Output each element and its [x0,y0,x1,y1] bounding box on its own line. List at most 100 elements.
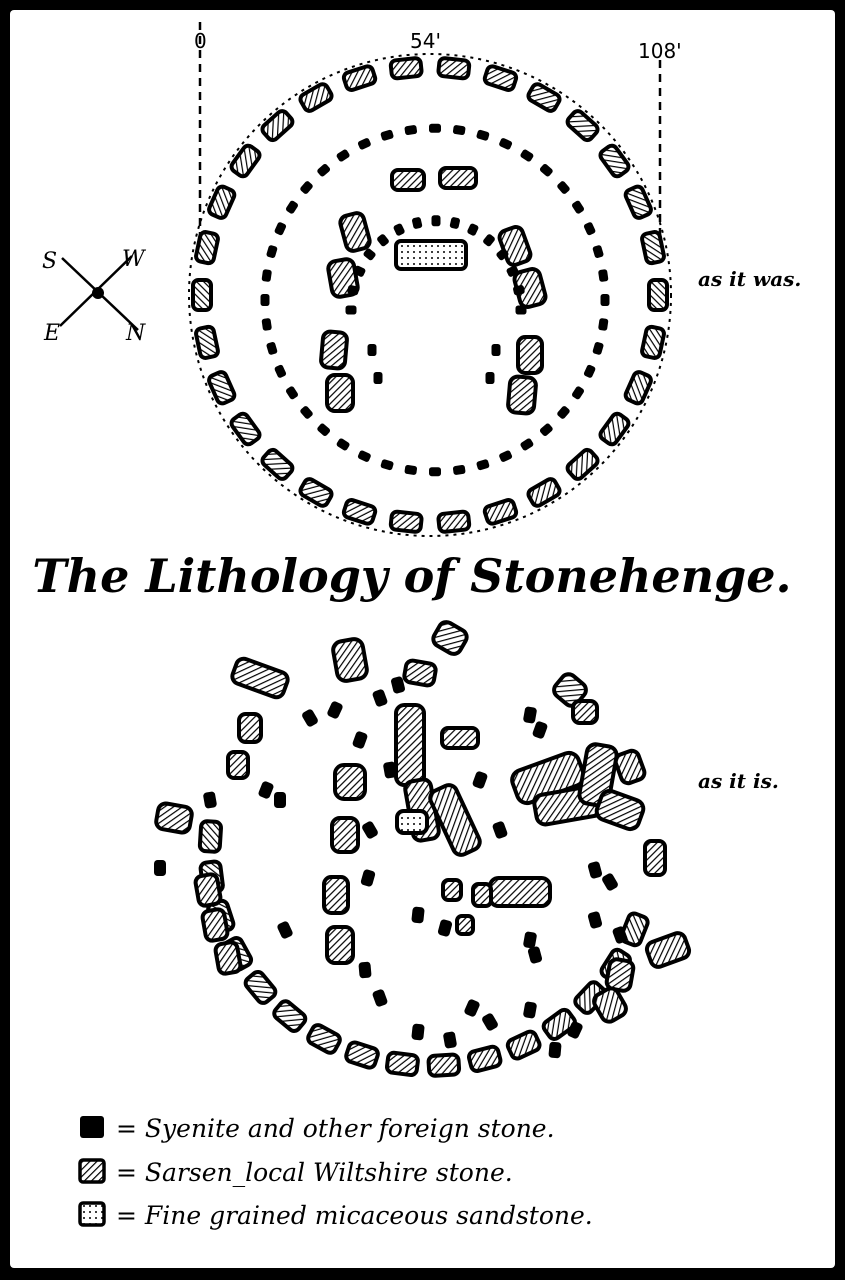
inner-bluestone [377,234,389,247]
inner-bluestone [449,217,460,229]
legend-label-syenite: = Syenite and other foreign stone. [116,1114,555,1143]
inner-bluestone [363,248,376,261]
inner-bluestone [496,248,509,261]
sarsen-stone [644,931,692,969]
inner-bluestone [506,265,519,277]
sarsen-stone [505,1029,542,1061]
compass-west-label: W [122,247,147,272]
sarsen-stone [341,498,378,526]
compass-east-label: E [43,321,60,346]
foreign-stone [567,1021,583,1039]
foreign-stone [532,721,548,739]
sarsen-stone [229,143,262,179]
bluestone [476,459,490,471]
foreign-stone [482,1013,498,1031]
foreign-stone [523,931,537,949]
inner-bluestone [491,344,501,356]
bluestone [404,465,418,475]
bluestone [600,294,610,306]
foreign-stone [277,921,293,939]
bluestone [300,406,313,419]
bluestone [266,245,278,258]
foreign-stone [472,771,488,789]
sarsen-stone [243,969,278,1005]
bluestone [539,423,553,436]
trilithon-stone [333,763,367,801]
foreign-stone [587,861,603,879]
trilithon-stone [319,329,349,371]
label-as-it-was: as it was. [698,267,801,291]
sarsen-stone [640,324,666,360]
inner-bluestone [467,223,479,236]
sarsen-stone [237,712,263,744]
sarsen-stone [640,230,666,266]
legend-symbol-solid [80,1116,104,1138]
compass-rose: S W E N [42,247,147,346]
trilithon-stone [455,914,475,936]
trilithon-stone [594,788,646,832]
bluestone [300,181,313,194]
sarsen-stone [466,1044,503,1073]
foreign-stone [612,926,628,944]
altar-stone [394,239,468,271]
inner-bluestone [367,344,377,356]
bluestone [380,129,394,141]
bluestone [557,406,570,419]
foreign-stone [492,821,508,839]
inner-bluestone [412,217,423,229]
sarsen-stone [341,64,378,92]
foreign-stone [203,791,217,809]
scale-label-54: 54' [410,29,441,53]
bluestone [357,450,371,462]
foreign-stone [327,701,343,719]
sarsen-stone [207,184,237,220]
sarsen-stone [571,699,599,725]
trilithon-stone [438,166,478,190]
sarsen-stone [598,411,631,447]
foreign-stone [358,961,372,979]
bluestone [598,318,609,331]
sarsen-stone [526,82,562,113]
foreign-stone [391,676,405,694]
sarsen-stone [598,143,631,179]
foreign-stone [352,731,368,749]
bluestone [557,181,570,194]
inner-bluestone [393,223,405,236]
sarsen-stone [207,370,237,406]
plan-as-it-is [154,620,692,1078]
sarsen-stone [193,872,223,908]
sarsen-stone [260,109,295,143]
inner-bluestone [431,215,441,227]
sarsen-stone [388,56,424,81]
foreign-stone [360,869,376,887]
sarsen-stone [613,748,647,786]
bluestone [274,222,287,236]
sarsen-stone [647,278,669,312]
bluestone [499,450,513,462]
sarsen-stone [565,109,600,143]
legend-label-sandstone: = Fine grained micaceous sandstone. [116,1201,593,1230]
trilithon-stone [325,925,355,965]
bluestone [452,125,466,135]
inner-bluestone [347,285,359,296]
stonehenge-plan-diagram: 0 54' 108' S W E N as it was. The Lithol… [32,22,801,1230]
foreign-stone [527,946,543,964]
bluestone [317,423,331,436]
foreign-stone [587,911,603,929]
bluestone [357,138,371,150]
trilithon-stone [497,225,533,267]
trilithon-stone [322,875,350,915]
compass-north-label: N [125,321,146,346]
sarsen-stone [344,1040,380,1070]
bluestone [261,318,272,331]
inner-bluestone [513,285,525,296]
plan-as-it-was [188,53,672,537]
sarsen-stone [592,986,628,1024]
bluestone [592,342,604,355]
sarsen-stone [191,278,213,312]
sarsen-stone [623,370,653,406]
sarsen-stone [260,447,295,481]
inner-bluestone [353,265,366,277]
foreign-stone [372,989,388,1007]
sarsen-stone [431,620,469,656]
